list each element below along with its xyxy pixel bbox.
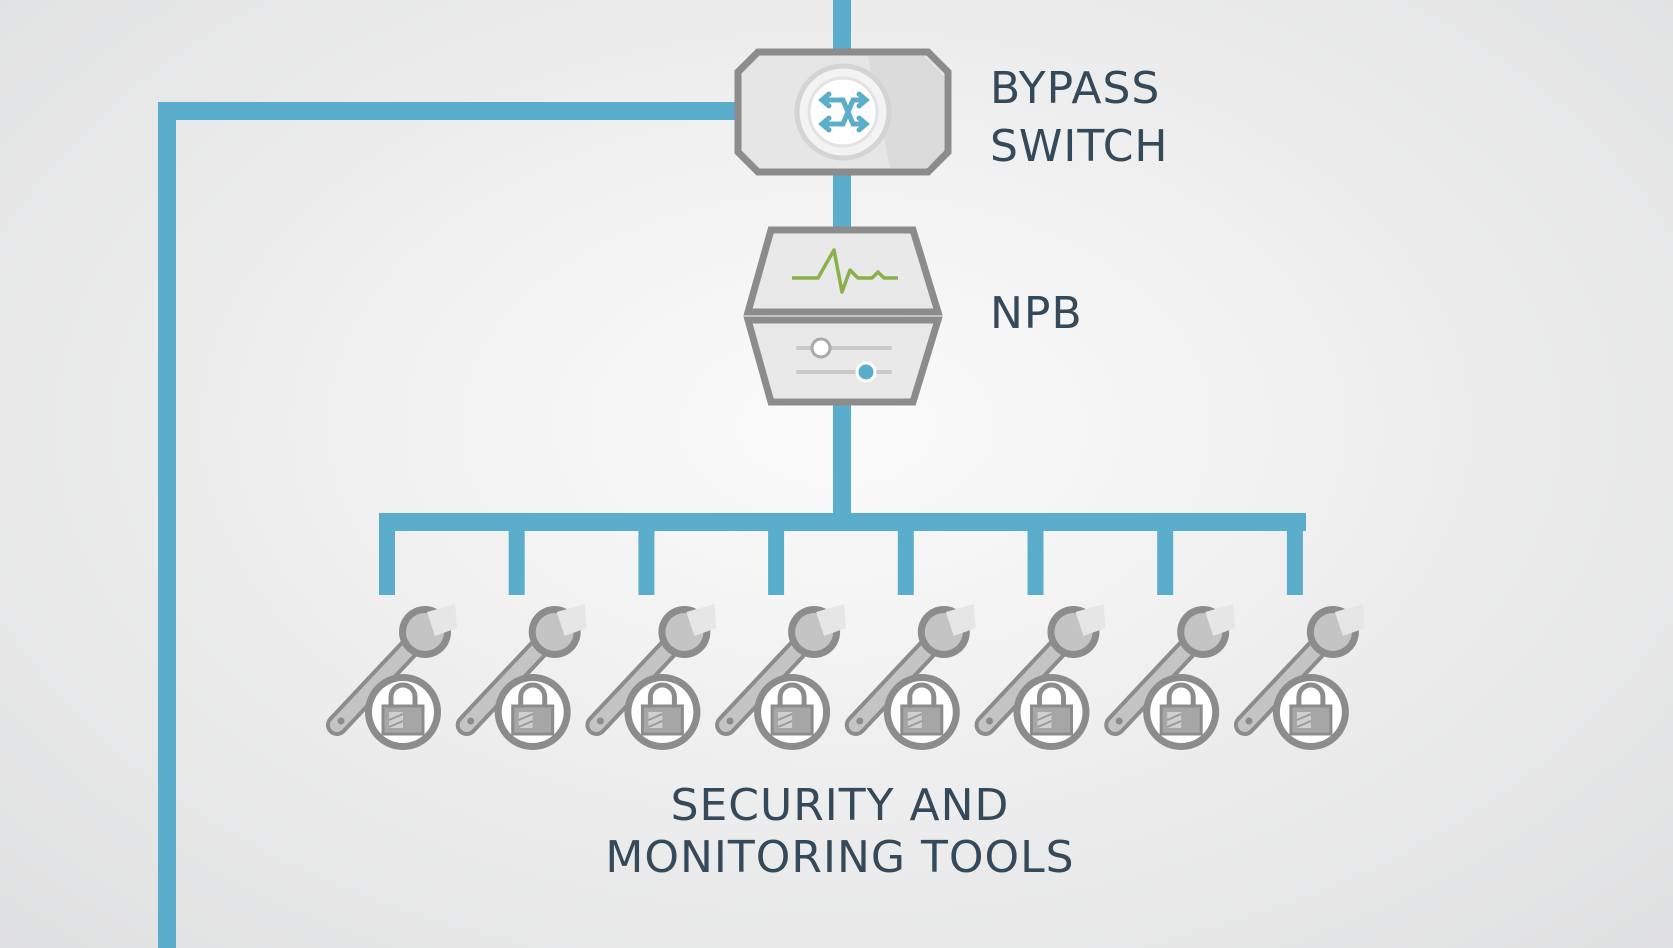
wrench-lock-icon <box>326 604 457 750</box>
bypass-switch-label: BYPASS SWITCH <box>990 60 1169 176</box>
wrench-lock-icon <box>844 604 976 750</box>
slider-controls-icon <box>796 337 892 383</box>
npb-label: NPB <box>990 285 1083 343</box>
pulse-waveform-icon <box>792 248 898 294</box>
wrench-lock-icon <box>715 604 847 750</box>
bypass-switch-dial-inner <box>807 76 879 148</box>
npb-top-body <box>743 226 943 316</box>
bypass-label-line2: SWITCH <box>990 121 1169 172</box>
tools-label-line1: SECURITY AND <box>670 780 1010 831</box>
connection-lines <box>158 0 1306 948</box>
tool-drops <box>379 522 1303 595</box>
npb-device <box>743 226 943 406</box>
npb-label-text: NPB <box>990 288 1083 339</box>
tools-label-line2: MONITORING TOOLS <box>605 832 1075 883</box>
bypass-switch-shade <box>868 56 944 168</box>
wrench-lock-icon <box>455 604 587 750</box>
tools-row <box>326 604 1365 750</box>
bypass-label-line1: BYPASS <box>990 63 1161 114</box>
npb-bottom-body <box>743 316 943 406</box>
wrench-lock-icon <box>974 604 1106 750</box>
wrench-lock-icon <box>585 604 717 750</box>
tools-label: SECURITY AND MONITORING TOOLS <box>480 780 1200 884</box>
wrench-lock-icon <box>1233 604 1365 750</box>
crossed-arrows-icon <box>818 91 870 133</box>
wrench-lock-icon <box>1104 604 1236 750</box>
link-bypass-branch <box>158 102 742 948</box>
bypass-switch-device <box>734 48 952 176</box>
